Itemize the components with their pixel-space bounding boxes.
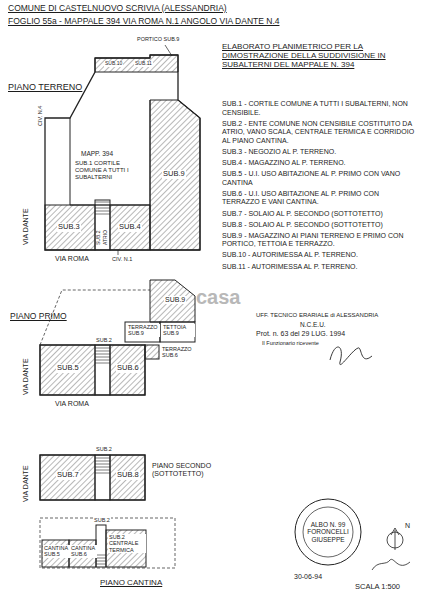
plan-text: N [405,522,410,530]
stair-tread [95,211,110,212]
room-label: SUB.3 [57,223,81,232]
plan-text: 30-06-94 [294,573,322,581]
plan-text: PIANO CANTINA [100,578,162,587]
legend-line: SUB.8 - SOLAIO AL P. SECONDO (SOTTOTETTO… [222,221,416,230]
plan-text: ELABORATO PLANIMETRICO PER LA DIMOSTRAZI… [222,42,412,70]
stair-tread [96,558,106,559]
room-label: SUB.7 [56,471,80,480]
room-label: SUB.6 [116,364,140,373]
room-label: SUB.2 [96,230,102,246]
plan-text: VIA DANTE [22,358,30,395]
room-label: SUB.5 [56,364,80,373]
legend-line: SUB.4 - MAGAZZINO AL P. TERRENO. [222,159,416,168]
room-label: TERRAZZO SUB.9 [127,324,160,337]
room-label: SUB.9 [162,170,186,179]
legend-line: SUB.6 - U.I. USO ABITAZIONE AL P. PRIMO … [222,190,416,207]
legend-line: SUB.7 - SOLAIO AL P. SECONDO (SOTTOTETTO… [222,210,416,219]
stair-tread [96,561,106,562]
round-stamp: ALBO N. 99FORONCELLI GIUSEPPE [298,504,358,560]
room-label: TETTOIA SUB.9 [162,324,195,337]
stamp-text: FORONCELLI GIUSEPPE [305,528,351,543]
stair-tread [95,205,110,206]
stair-tread [96,564,106,565]
stair-tread [95,202,110,203]
stair-tread [95,363,110,364]
room-label: ATRIO [103,229,109,246]
plan-text: TERRAZZO SUB.6 [162,346,204,359]
plan-text: CIV. N.4 [37,106,43,126]
room-label: SUB.11 [134,61,153,67]
plan-text: VIA DANTE [22,208,30,245]
plan-text: SCALA 1:500 [355,583,400,592]
stamp-text: ALBO N. 99 [305,521,351,528]
room-label: SUB.1 CORTILE COMUNE A TUTTI I SUBALTERN… [74,160,148,181]
legend-line: SUB.2 - ENTE COMUNE NON CENSIBILE COSTIT… [222,120,416,146]
plan-text: VIA ROMA [55,255,89,263]
plan-text: SUB.2 [96,446,112,452]
plan-text: FOGLIO 55a - MAPPALE 394 VIA ROMA N.1 AN… [8,17,348,27]
room-label: CANTINA SUB.6 [70,545,97,558]
stair-tread [95,351,110,352]
plan-text: CIV. N.1 [112,256,132,262]
watermark: casa [196,286,241,309]
plan-text: Il Funzionario ricevente [262,340,319,346]
legend-line: SUB.1 - CORTILE COMUNE A TUTTI I SUBALTE… [222,100,416,117]
plan-text: Prot. n. 63 del 29 LUG. 1994 [256,330,345,338]
legend-column: SUB.1 - CORTILE COMUNE A TUTTI I SUBALTE… [222,100,416,274]
stair-tread [95,473,110,474]
stair-tread [95,208,110,209]
plan-text: PIANO SECONDO (SOTTOTETTO) [152,462,214,478]
stair-tread [95,360,110,361]
room-label: PORTICO SUB.9 [136,36,180,42]
plan-text: VIA ROMA [55,400,89,408]
room-label: SUB.2 [93,517,111,523]
stair-tread [95,214,110,215]
stair-tread [95,461,110,462]
plan-text: COMUNE DI CASTELNUOVO SCRIVIA (ALESSANDR… [8,4,338,14]
stair-tread [95,467,110,468]
plan-text: UFF. TECNICO ERARIALE di ALESSANDRIA [256,312,416,319]
room-label: SUB.4 [118,223,142,232]
plan-text: PIANO TERRENO [8,82,82,92]
stair-tread [95,464,110,465]
plan-text: VIA DANTE [22,465,30,502]
stair-tread [95,470,110,471]
plan-text: PIANO PRIMO [10,312,67,322]
stair-tread [95,348,110,349]
plan-text: N.C.E.U. [300,321,326,328]
legend-line: SUB.10 - AUTORIMESSA AL P. TERRENO. [222,251,416,260]
legend-line: SUB.11 - AUTORIMESSA AL P. TERRENO. [222,263,416,272]
stair-tread [95,357,110,358]
room-label: SUB.10 [104,61,123,67]
room-label: MAPP. 394 [80,150,114,157]
room-label: SUB.9 [164,296,186,304]
room-label: CANTINA SUB.5 [43,545,70,558]
legend-line: SUB.9 - MAGAZZINO AI PIANI TERRENO E PRI… [222,232,416,249]
stair-tread [95,354,110,355]
stair-tread [96,555,106,556]
plan-text: SUB.2 [96,337,112,343]
stair-tread [95,458,110,459]
legend-line: SUB.5 - U.I. USO ABITAZIONE AL P. PRIMO … [222,170,416,187]
legend-line: SUB.3 - NEGOZIO AL P. TERRENO. [222,148,416,157]
room-label: SUB.2 CENTRALE TERMICA [108,534,146,553]
room-label: SUB.8 [116,471,140,480]
